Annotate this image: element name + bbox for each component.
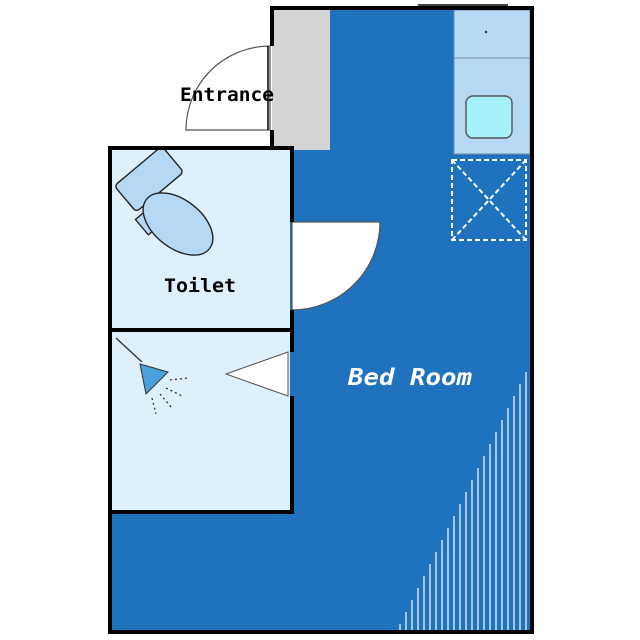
- shower-icon: [115, 337, 189, 415]
- entrance-floor: [272, 8, 330, 150]
- sink-icon: [465, 95, 513, 139]
- entrance-label: Entrance: [180, 84, 274, 106]
- toilet-door-swing: [291, 221, 381, 311]
- entrance-door-swing: [185, 45, 271, 131]
- bathroom-door-swing: [224, 351, 289, 397]
- kitchen-cabinet: [453, 9, 531, 59]
- bedroom-label: Bed Room: [347, 365, 472, 391]
- toilet-icon: [115, 146, 214, 256]
- walls: [108, 6, 534, 634]
- stove-dot: [484, 30, 488, 34]
- bedroom-floor: [110, 8, 532, 632]
- toilet-label: Toilet: [164, 275, 236, 297]
- refrigerator-space-icon: [451, 159, 527, 241]
